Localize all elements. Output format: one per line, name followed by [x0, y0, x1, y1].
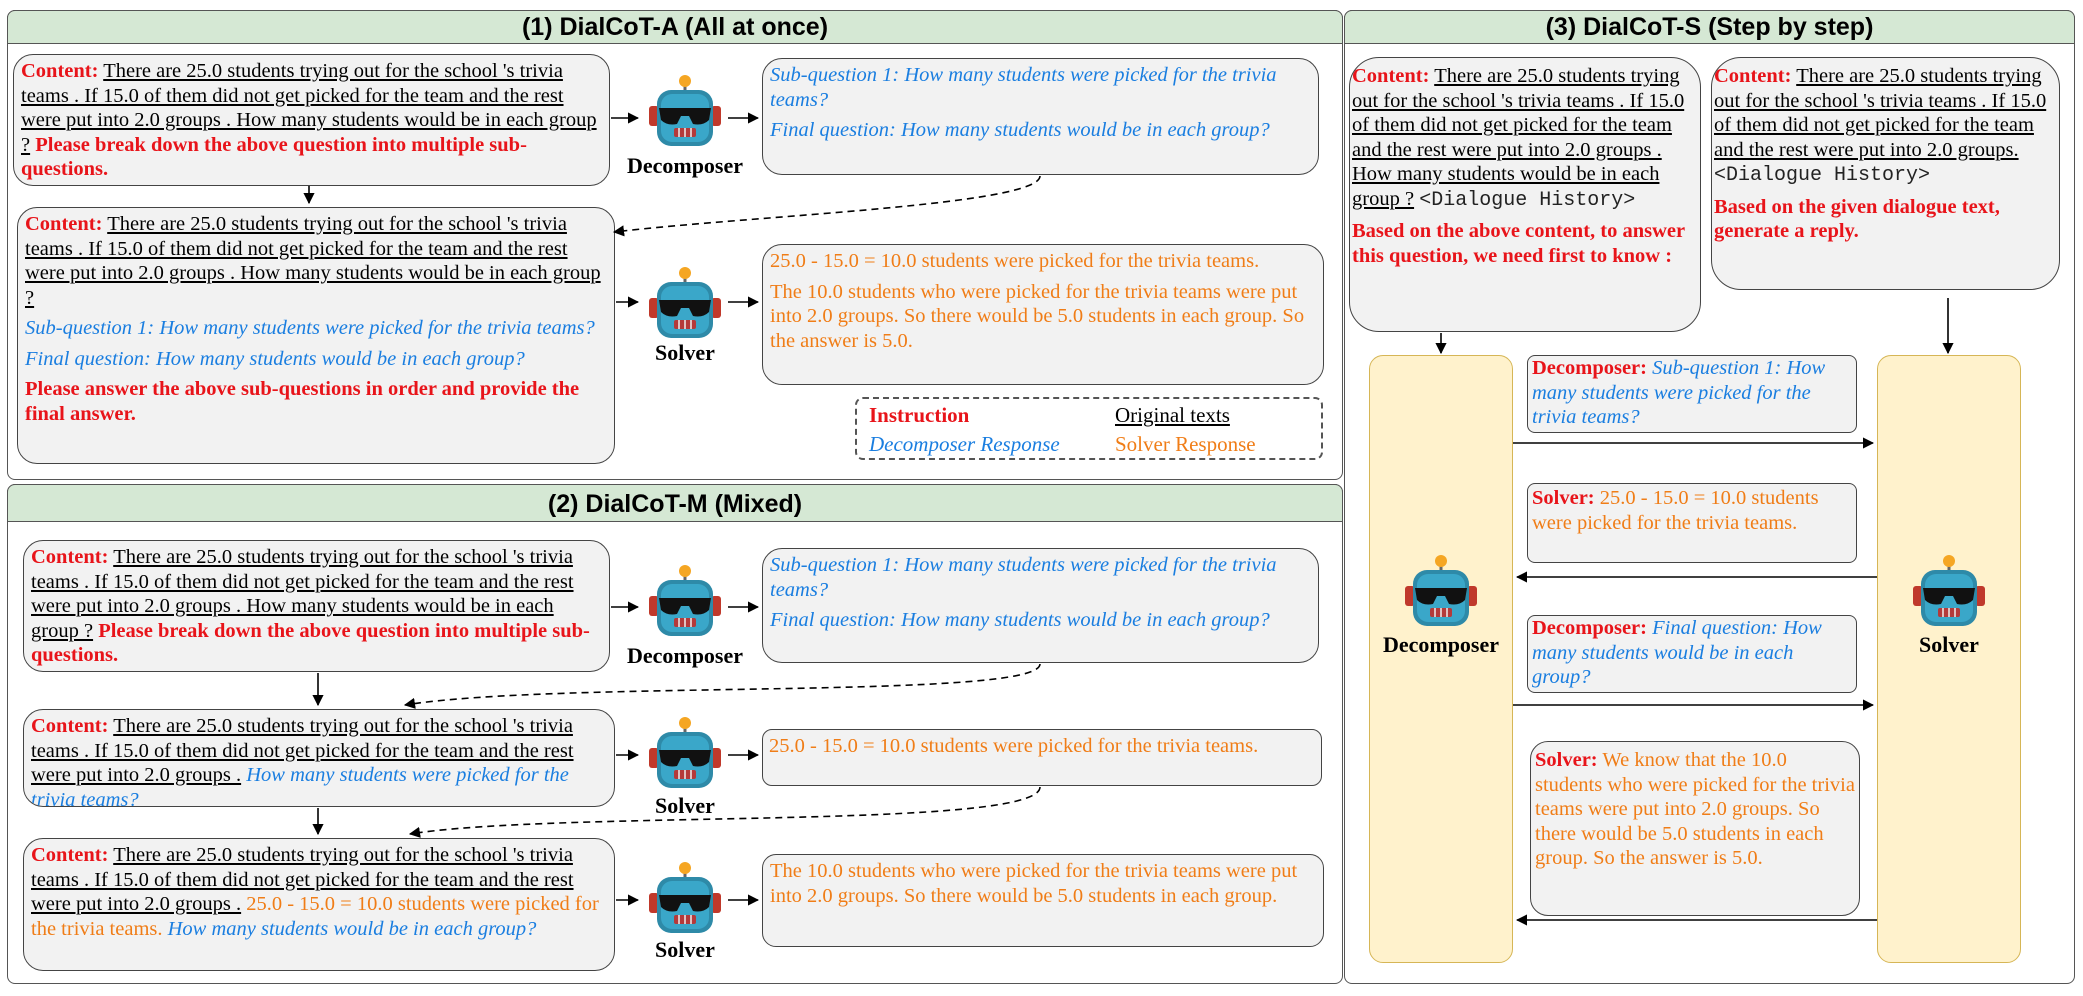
panel-s-title: (3) DialCoT-S (Step by step): [1344, 10, 2075, 44]
original-text: There are 25.0 students trying out for t…: [1352, 65, 1685, 210]
dialogue-history: <Dialogue History>: [1714, 164, 1931, 187]
content-label: Content:: [1714, 65, 1792, 87]
solver-label: Solver: [655, 340, 715, 365]
decomposer-prefix: Decomposer:: [1532, 357, 1647, 379]
original-text: There are 25.0 students trying out for t…: [31, 844, 574, 915]
solver-response: We know that the 10.0 students who were …: [1535, 749, 1855, 869]
solver-column: [1877, 355, 2021, 963]
solver-step-1: 25.0 - 15.0 = 10.0 students were picked …: [770, 250, 1260, 272]
decomposer-label: Decomposer: [626, 153, 744, 178]
instruction-text: Based on the given dialogue text, genera…: [1714, 195, 2000, 243]
sub-question: Sub-question 1: How many students were p…: [1532, 357, 1826, 428]
final-question: Final question: How many students would …: [25, 347, 525, 370]
sub-question: How many students were picked for the tr…: [31, 764, 569, 807]
content-label: Content:: [1352, 65, 1430, 87]
m-solver1-input: Content: There are 25.0 students trying …: [23, 709, 615, 807]
sub-question: Sub-question 1: How many students were p…: [770, 554, 1277, 601]
s-msg-decomposer-2: Decomposer: Final question: How many stu…: [1527, 615, 1857, 693]
content-label: Content:: [31, 844, 109, 866]
solver-step-2: The 10.0 students who were picked for th…: [770, 280, 1305, 352]
m-decomposer-input: Content: There are 25.0 students trying …: [23, 540, 610, 672]
decomposer-label: Decomposer: [1382, 632, 1500, 657]
dialogue-history: <Dialogue History>: [1419, 188, 1636, 212]
final-question: How many students would be in each group…: [167, 917, 537, 940]
decomposer-prefix: Decomposer:: [1532, 617, 1647, 639]
instruction-text: Please answer the above sub-questions in…: [25, 378, 580, 425]
final-question: Final question: How many students would …: [1532, 617, 1822, 688]
original-text: There are 25.0 students trying out for t…: [25, 213, 601, 309]
solver-label: Solver: [1919, 632, 1979, 657]
m-solver2-output: The 10.0 students who were picked for th…: [762, 854, 1324, 947]
legend-decomposer: Decomposer Response: [869, 432, 1060, 456]
m-solver1-output: 25.0 - 15.0 = 10.0 students were picked …: [762, 729, 1322, 786]
instruction-text: Please break down the above question int…: [31, 619, 590, 667]
solver-prefix: Solver:: [1532, 487, 1595, 509]
instruction-text: Based on the above content, to answer th…: [1352, 220, 1685, 267]
content-label: Content:: [21, 60, 99, 82]
content-label: Content:: [25, 213, 103, 235]
panel-a-title: (1) DialCoT-A (All at once): [7, 10, 1343, 44]
a-decomposer-output: Sub-question 1: How many students were p…: [762, 58, 1319, 175]
a-solver-output: 25.0 - 15.0 = 10.0 students were picked …: [762, 244, 1324, 385]
sub-question: Sub-question 1: How many students were p…: [770, 64, 1277, 111]
instruction-text: Please break down the above question int…: [21, 133, 527, 181]
sub-question: Sub-question 1: How many students were p…: [25, 317, 595, 339]
legend-original: Original texts: [1115, 403, 1230, 427]
original-text: There are 25.0 students trying out for t…: [21, 60, 597, 156]
solver-label: Solver: [655, 793, 715, 818]
solver-prefix: Solver:: [1535, 749, 1598, 771]
solver-step-1: 25.0 - 15.0 = 10.0 students were picked …: [769, 735, 1259, 757]
decomposer-column: [1369, 355, 1513, 963]
s-solver-input: Content: There are 25.0 students trying …: [1711, 57, 2060, 290]
legend-solver: Solver Response: [1115, 432, 1256, 456]
s-msg-solver-2: Solver: We know that the 10.0 students w…: [1530, 741, 1860, 916]
legend: Instruction Original texts Decomposer Re…: [855, 397, 1323, 460]
content-label: Content:: [31, 715, 109, 737]
a-decomposer-input: Content: There are 25.0 students trying …: [13, 54, 610, 186]
solver-step-2: The 10.0 students who were picked for th…: [770, 860, 1298, 907]
s-msg-solver-1: Solver: 25.0 - 15.0 = 10.0 students were…: [1527, 483, 1857, 563]
decomposer-label: Decomposer: [626, 643, 744, 668]
final-question: Final question: How many students would …: [770, 609, 1270, 631]
m-solver2-input: Content: There are 25.0 students trying …: [23, 838, 615, 971]
original-text: There are 25.0 students trying out for t…: [1714, 65, 2047, 161]
content-label: Content:: [31, 546, 109, 568]
s-decomposer-input: Content: There are 25.0 students trying …: [1349, 57, 1701, 332]
solver-label: Solver: [655, 937, 715, 962]
m-decomposer-output: Sub-question 1: How many students were p…: [762, 548, 1319, 663]
a-solver-input: Content: There are 25.0 students trying …: [17, 207, 615, 464]
original-text: There are 25.0 students trying out for t…: [31, 546, 574, 642]
final-question: Final question: How many students would …: [770, 119, 1270, 141]
original-text: There are 25.0 students trying out for t…: [31, 715, 574, 786]
s-msg-decomposer-1: Decomposer: Sub-question 1: How many stu…: [1527, 355, 1857, 433]
legend-instruction: Instruction: [869, 403, 970, 427]
solver-response: 25.0 - 15.0 = 10.0 students were picked …: [1532, 487, 1819, 534]
solver-step-1: 25.0 - 15.0 = 10.0 students were picked …: [31, 893, 599, 940]
panel-m-title: (2) DialCoT-M (Mixed): [7, 484, 1343, 522]
